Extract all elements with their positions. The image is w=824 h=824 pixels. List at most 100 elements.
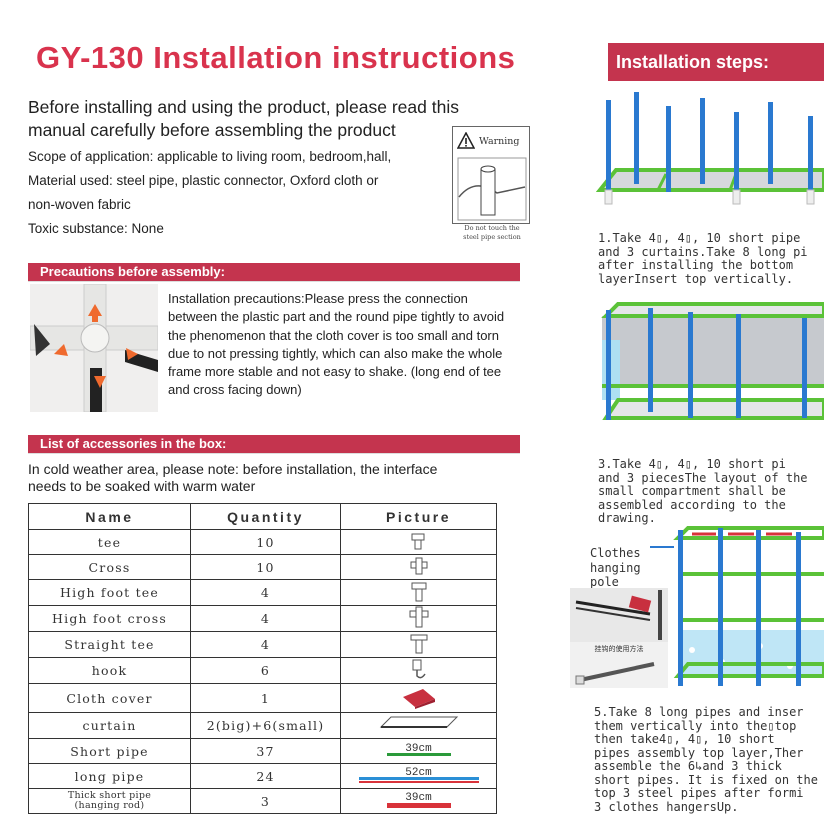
item-qty: 10 [190, 529, 341, 555]
warning-caption-1: Do not touch the [464, 224, 520, 232]
step3-text: 3.Take 4▯, 4▯, 10 short pi and 3 piecesT… [598, 457, 808, 526]
item-qty: 2(big)+6(small) [190, 712, 341, 739]
pipe-illustration-icon [457, 157, 527, 221]
long-pipe-length: 52cm [405, 767, 432, 779]
step3-line-1: 3.Take 4▯, 4▯, 10 short pi [598, 457, 786, 471]
accessories-heading: List of accessories in the box: [28, 435, 520, 453]
material-text-1: Material used: steel pipe, plastic conne… [28, 173, 379, 188]
high-foot-cross-icon [409, 606, 428, 628]
thick-pipe-graphic: 39cm [386, 792, 451, 810]
item-name: Cloth cover [28, 683, 191, 713]
table-row: Cloth cover 1 [28, 683, 497, 713]
step3-line-5: drawing. [598, 511, 656, 525]
divider [28, 453, 520, 454]
tee-connector-icon: ▯ [767, 718, 775, 733]
item-picture [340, 579, 497, 606]
step5-line-3: then take4▯, 4▯, 10 short [594, 732, 775, 746]
step3-line-2: and 3 piecesThe layout of the [598, 470, 808, 485]
scope-text: Scope of application: applicable to livi… [28, 149, 392, 164]
cold-weather-note: In cold weather area, please note: befor… [28, 461, 528, 495]
thick-pipe-length: 39cm [405, 792, 432, 804]
item-picture [340, 529, 497, 555]
step5-line-7: top 3 steel pipes after formi [594, 786, 804, 800]
warning-caption: Do not touch the steel pipe section [448, 224, 536, 242]
table-row: High foot tee 4 [28, 579, 497, 606]
high-foot-tee-icon: ▯ [655, 231, 664, 245]
tee-connector-icon: ▯ [655, 457, 664, 471]
cross-connector-icon: ▯ [695, 732, 703, 746]
item-name: curtain [28, 712, 191, 739]
hanging-caption: 挂钩的使用方法 [594, 645, 644, 653]
item-name-line-1: Thick short pipe [67, 790, 152, 801]
thick-pipe-bar [386, 803, 451, 808]
table-row: Short pipe 37 39cm [28, 738, 497, 764]
step3-line-3: small compartment shall be [598, 484, 786, 498]
long-pipe-underline [358, 781, 479, 783]
cross-connector-icon: ▯ [684, 457, 692, 471]
note-line-1: In cold weather area, please note: befor… [28, 461, 438, 477]
column-header: Quantity [190, 503, 341, 530]
item-name: long pipe [28, 763, 191, 789]
step5-line-8: 3 clothes hangersUp. [594, 799, 739, 814]
hanging-pole-label: Clothes hanging pole [590, 546, 641, 589]
pointer-arrow-icon [650, 546, 674, 548]
straight-tee-icon [410, 634, 427, 654]
item-qty: 6 [190, 657, 341, 684]
item-picture [340, 657, 497, 684]
table-row: curtain 2(big)+6(small) [28, 712, 497, 739]
item-name: Straight tee [28, 631, 191, 658]
item-qty: 4 [190, 579, 341, 606]
item-qty: 4 [190, 605, 341, 632]
item-qty: 4 [190, 631, 341, 658]
step5-line-4: pipes assembly top layer,Ther [594, 745, 804, 760]
step5-line-1: 5.Take 8 long pipes and inser [594, 705, 804, 719]
precautions-heading: Precautions before assembly: [28, 263, 520, 281]
column-header: Name [28, 503, 191, 530]
item-picture: 52cm [340, 763, 497, 789]
warning-triangle-icon [457, 132, 475, 149]
item-qty: 37 [190, 738, 341, 764]
short-pipe-length: 39cm [405, 743, 432, 755]
tee-connector-icon [411, 533, 424, 549]
note-line-2: needs to be soaked with warm water [28, 478, 256, 494]
short-pipe-bar [386, 753, 451, 756]
warning-box: Warning [452, 126, 530, 224]
intro-line-1: Before installing and using the product,… [28, 97, 459, 117]
hanging-rod-icon [575, 662, 655, 685]
step1-line-2: and 3 curtains.Take 8 long pi [598, 244, 808, 259]
item-name: Thick short pipe (hanging rod) [28, 788, 191, 814]
high-foot-cross-icon: ▯ [684, 231, 692, 245]
curtain-icon [379, 716, 458, 728]
step5-line-5: assemble the 6↳and 3 thick [594, 759, 782, 773]
item-name: Cross [28, 554, 191, 580]
hook-rod-icon [570, 588, 668, 642]
item-qty: 1 [190, 683, 341, 713]
cloth-cover-icon [402, 688, 435, 709]
item-name: Short pipe [28, 738, 191, 764]
step5-line-2: them vertically into the▯top [594, 718, 797, 733]
step3-frame-illustration [601, 302, 824, 420]
step5-frame-illustration [673, 526, 824, 686]
warning-caption-2: steel pipe section [463, 233, 521, 241]
toxic-text: Toxic substance: None [28, 221, 164, 236]
step3-line-4: assembled according to the [598, 497, 786, 512]
precautions-body: Installation precautions:Please press th… [168, 291, 505, 398]
step1-line-1: 1.Take 4▯, 4▯, 10 short pipe [598, 231, 801, 245]
step5-text: 5.Take 8 long pipes and inser them verti… [594, 705, 818, 814]
item-picture [340, 631, 497, 658]
item-name: hook [28, 657, 191, 684]
item-qty: 10 [190, 554, 341, 580]
item-picture [340, 712, 497, 739]
item-qty: 3 [190, 788, 341, 814]
long-pipe-graphic: 52cm [358, 767, 479, 785]
table-row: Straight tee 4 [28, 631, 497, 658]
item-name-line-2: (hanging rod) [74, 800, 145, 811]
table-header-row: Name Quantity Picture [28, 503, 497, 530]
hanging-pole-photo: 挂钩的使用方法 [570, 588, 668, 688]
item-name: High foot cross [28, 605, 191, 632]
steps-heading: Installation steps: [608, 43, 824, 81]
table-row: Thick short pipe (hanging rod) 3 39cm [28, 788, 497, 814]
connector-press-icon [30, 284, 158, 412]
accessories-table: Name Quantity Picture tee 10 Cross 10 Hi… [28, 503, 497, 814]
intro-line-2: manual carefully before assembling the p… [28, 120, 396, 140]
